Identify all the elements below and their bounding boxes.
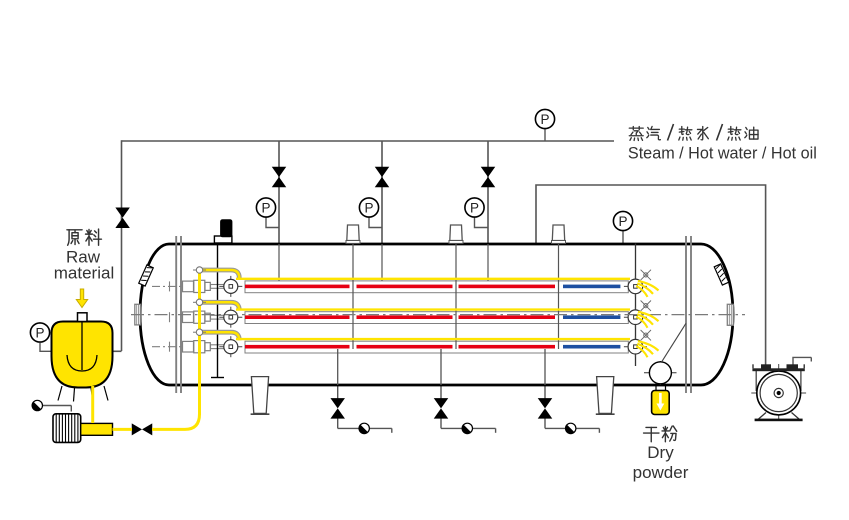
svg-text:Dry: Dry — [647, 443, 674, 462]
svg-text:Steam / Hot water / Hot oil: Steam / Hot water / Hot oil — [628, 145, 817, 163]
svg-text:material: material — [54, 264, 114, 283]
svg-text:Raw: Raw — [66, 248, 101, 267]
svg-text:P: P — [618, 214, 627, 229]
svg-text:P: P — [364, 200, 373, 215]
svg-text:powder: powder — [633, 463, 689, 482]
svg-text:P: P — [35, 325, 44, 340]
svg-text:P: P — [470, 200, 479, 215]
svg-text:P: P — [261, 200, 270, 215]
svg-text:P: P — [540, 112, 549, 127]
